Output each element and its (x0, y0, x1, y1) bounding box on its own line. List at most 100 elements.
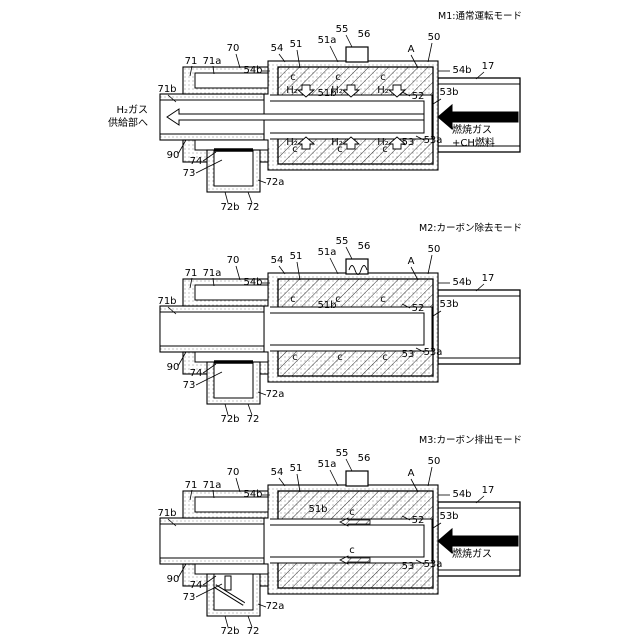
label-55: 55 (336, 24, 349, 35)
label-17: 17 (482, 485, 495, 496)
label-70: 70 (227, 43, 240, 54)
label-71: 71 (185, 480, 198, 491)
label-50: 50 (428, 244, 441, 255)
label-90: 90 (167, 150, 180, 161)
label-51a: 51a (318, 35, 337, 46)
label-A: A (408, 44, 415, 55)
label-72a: 72a (266, 601, 285, 612)
label-72: 72 (247, 626, 260, 637)
label-54b-right: 54b (452, 65, 471, 76)
label-53a: 53a (424, 347, 443, 358)
carbon-mark: c (292, 352, 298, 363)
label-51: 51 (290, 463, 303, 474)
label-72a: 72a (266, 177, 285, 188)
label-51b: 51b (317, 88, 336, 99)
label-71: 71 (185, 56, 198, 67)
label-54b-left: 54b (243, 489, 262, 500)
label-53b: 53b (439, 87, 458, 98)
mode-title: M1:通常運転モード (438, 10, 522, 22)
label-52: 52 (412, 515, 425, 526)
carbon-mark: c (382, 352, 388, 363)
label-54b-left: 54b (243, 65, 262, 76)
outlet-label: H₂ガス供給部へ (108, 104, 148, 129)
label-72: 72 (247, 202, 260, 213)
label-51b: 51b (317, 300, 336, 311)
label-74: 74 (190, 156, 203, 167)
label-73: 73 (183, 592, 196, 603)
leader-line (428, 255, 432, 274)
label-55: 55 (336, 236, 349, 247)
label-53b: 53b (439, 511, 458, 522)
heater-block (346, 259, 368, 274)
label-56: 56 (358, 29, 371, 40)
label-72b: 72b (220, 626, 239, 637)
label-73: 73 (183, 168, 196, 179)
label-71b: 71b (157, 296, 176, 307)
label-51: 51 (290, 251, 303, 262)
hydrogen-mark: H₂ (286, 85, 298, 96)
label-56: 56 (358, 453, 371, 464)
label-55: 55 (336, 448, 349, 459)
label-A: A (408, 468, 415, 479)
label-71: 71 (185, 268, 198, 279)
label-71a: 71a (203, 56, 222, 67)
internal-channel (262, 307, 432, 351)
label-54: 54 (271, 43, 284, 54)
carbon-mark: c (349, 545, 355, 556)
label-53a: 53a (424, 135, 443, 146)
label-72b: 72b (220, 202, 239, 213)
label-51b: 51b (308, 504, 327, 515)
label-71b: 71b (157, 84, 176, 95)
hydrogen-mark: H₂ (331, 137, 343, 148)
carbon-mark: c (290, 72, 296, 83)
label-53a: 53a (424, 559, 443, 570)
hydrogen-mark: H₂ (377, 137, 389, 148)
leader-line (346, 459, 352, 471)
carbon-mark: c (380, 72, 386, 83)
label-72b: 72b (220, 414, 239, 425)
label-52: 52 (412, 91, 425, 102)
label-53: 53 (402, 561, 415, 572)
label-53: 53 (402, 137, 415, 148)
label-53b: 53b (439, 299, 458, 310)
mode-title: M2:カーボン除去モード (419, 222, 522, 234)
label-54b-right: 54b (452, 277, 471, 288)
label-70: 70 (227, 467, 240, 478)
label-71b: 71b (157, 508, 176, 519)
leader-line (330, 470, 338, 486)
label-51: 51 (290, 39, 303, 50)
panel-2: M2:カーボン除去モードcccccc555651a5154707171a54bA… (157, 222, 522, 425)
carbon-mark: c (349, 507, 355, 518)
label-73: 73 (183, 380, 196, 391)
label-56: 56 (358, 241, 371, 252)
label-53: 53 (402, 349, 415, 360)
leader-line (330, 258, 338, 274)
carbon-mark: c (290, 294, 296, 305)
label-90: 90 (167, 362, 180, 373)
label-17: 17 (482, 273, 495, 284)
label-70: 70 (227, 255, 240, 266)
heater-block (346, 471, 368, 486)
label-54: 54 (271, 255, 284, 266)
leader-line (236, 54, 240, 68)
leader-line (428, 467, 432, 486)
label-74: 74 (190, 580, 203, 591)
label-51a: 51a (318, 459, 337, 470)
leader-line (428, 43, 432, 62)
label-50: 50 (428, 32, 441, 43)
panel-1: M1:通常運転モードccccccH₂H₂H₂H₂H₂H₂H₂ガス供給部へ燃焼ガス… (108, 10, 522, 213)
label-54: 54 (271, 467, 284, 478)
leader-line (236, 266, 240, 280)
mode-title: M3:カーボン排出モード (419, 434, 522, 446)
label-51a: 51a (318, 247, 337, 258)
leader-line (346, 35, 352, 47)
label-54b-left: 54b (243, 277, 262, 288)
label-A: A (408, 256, 415, 267)
carbon-mark: c (337, 352, 343, 363)
label-71a: 71a (203, 268, 222, 279)
label-72a: 72a (266, 389, 285, 400)
label-52: 52 (412, 303, 425, 314)
hydrogen-mark: H₂ (377, 85, 389, 96)
label-50: 50 (428, 456, 441, 467)
